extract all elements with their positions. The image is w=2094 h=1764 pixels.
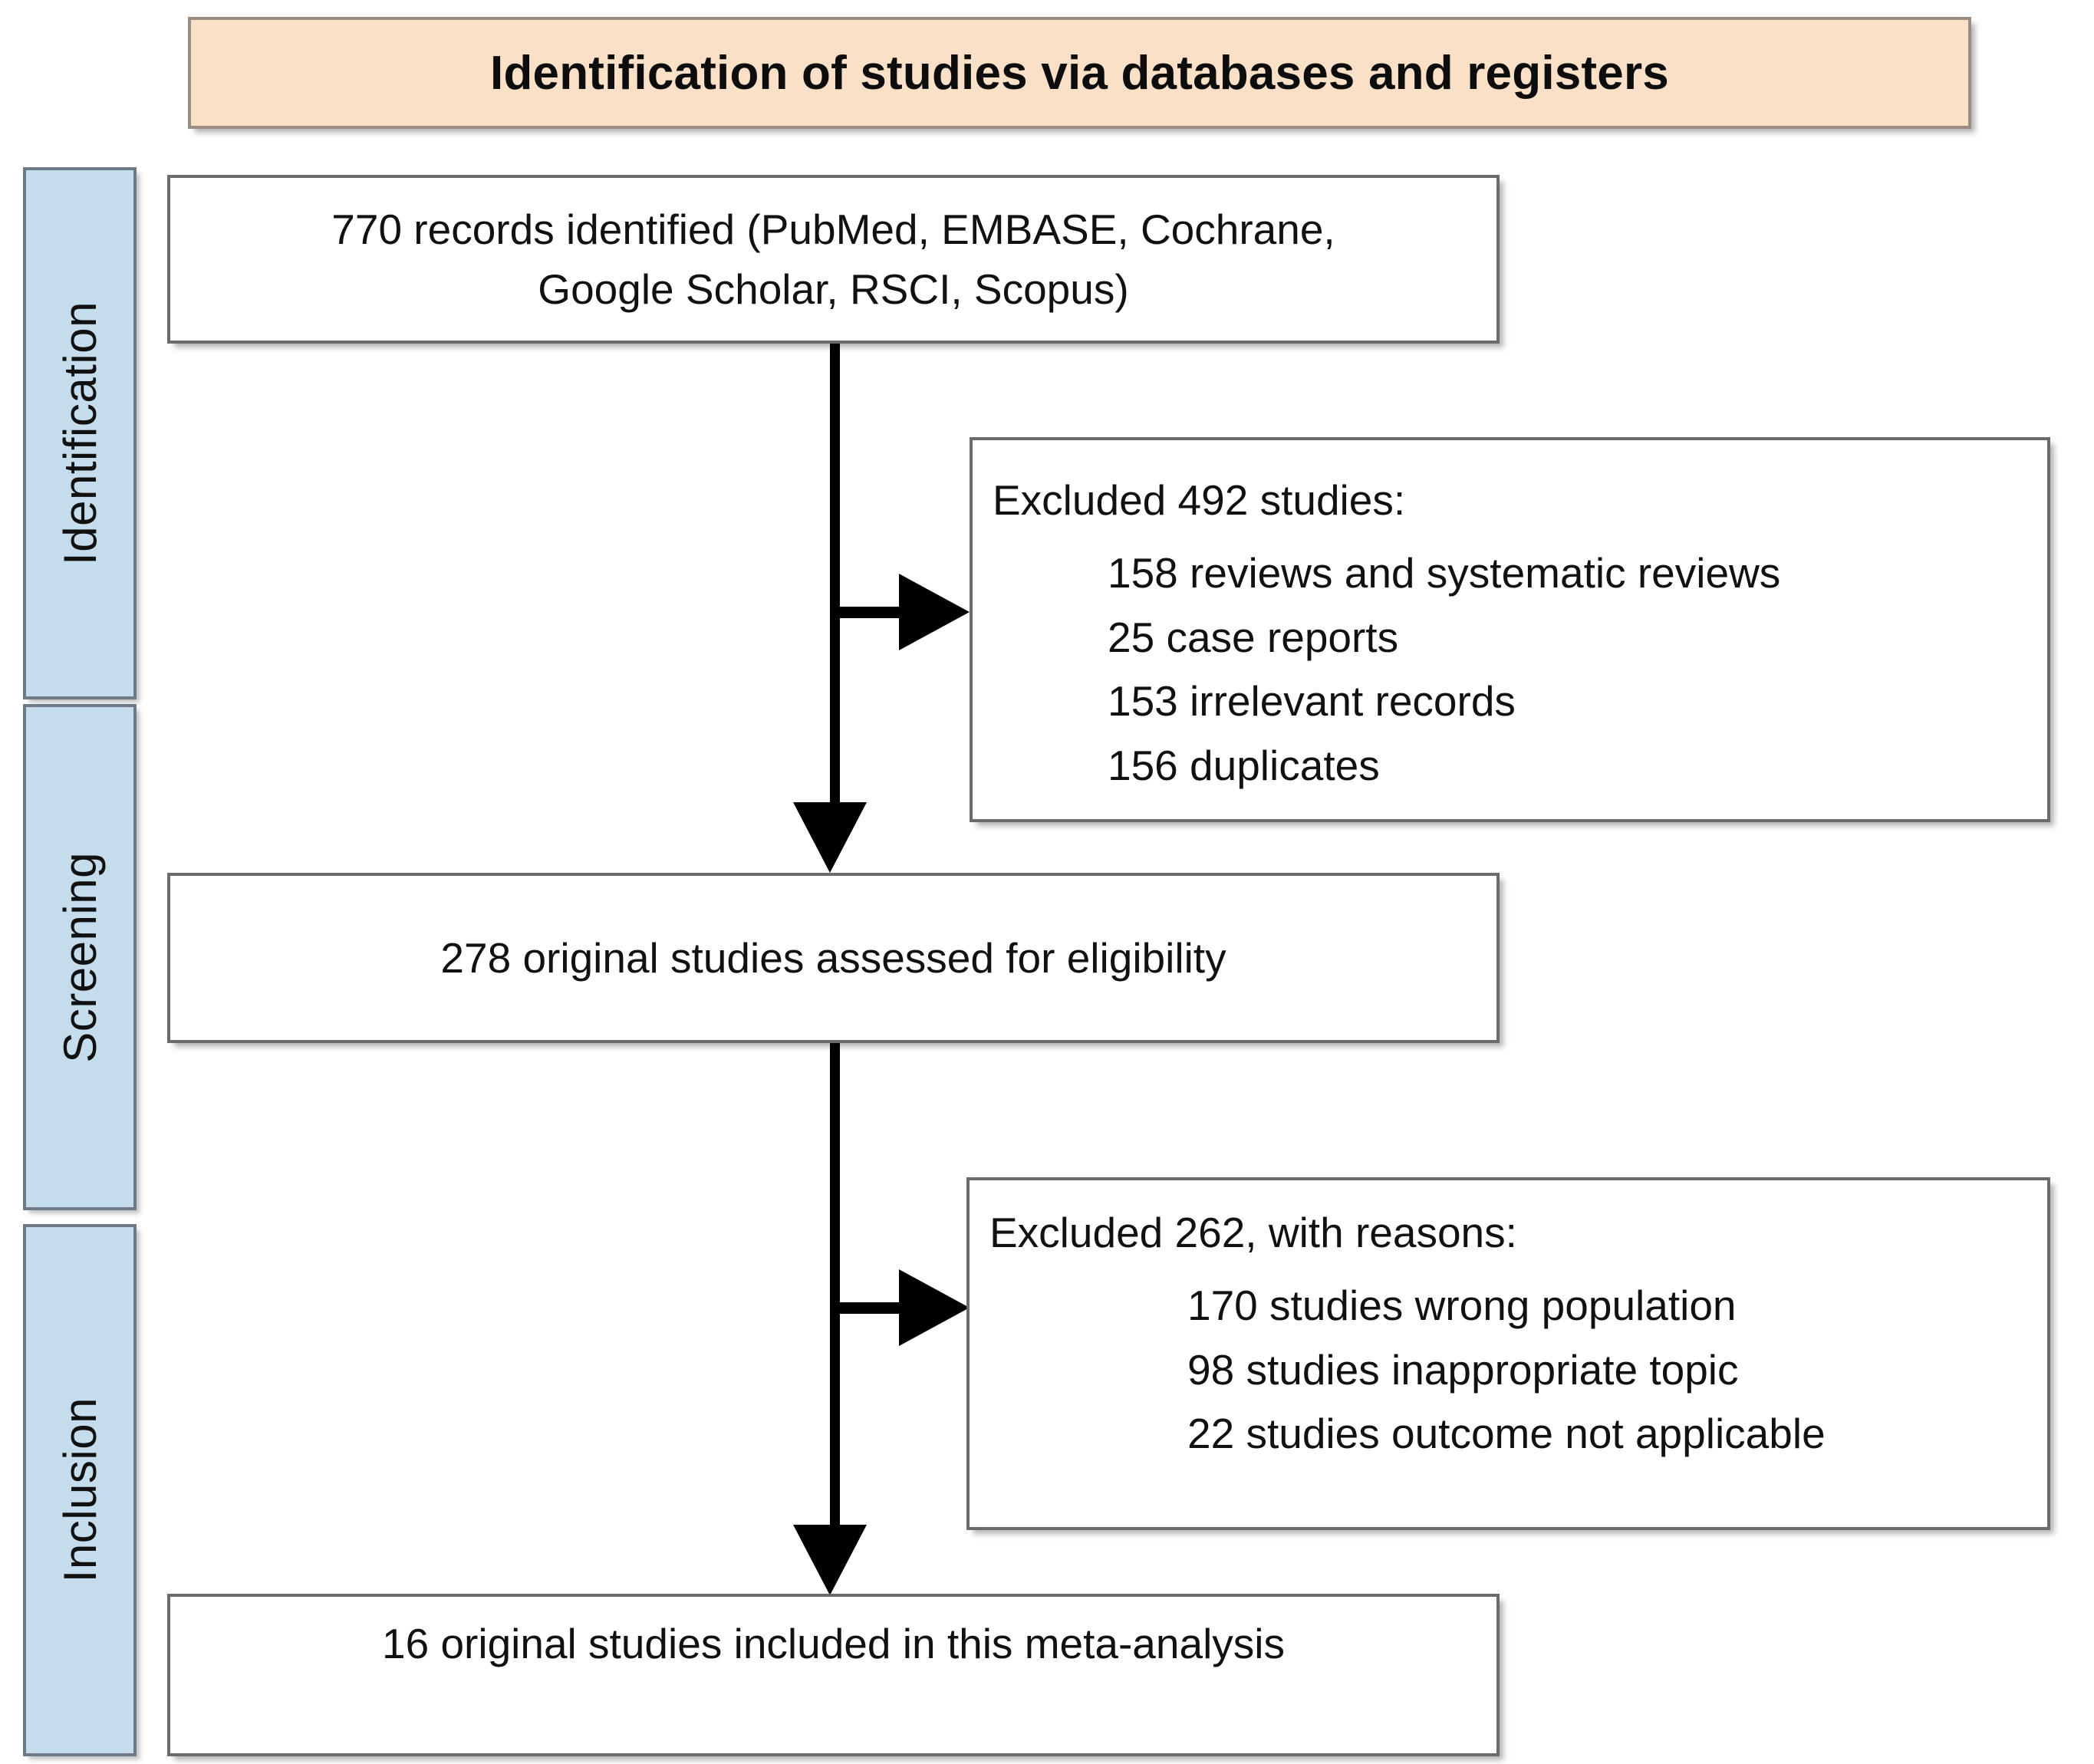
node-excluded-screening-body: Excluded 492 studies: 158 reviews and sy… [973,440,2047,798]
node-records-identified: 770 records identified (PubMed, EMBASE, … [167,175,1500,344]
phase-bar-screening: Screening [23,704,137,1210]
excluded-eligibility-heading: Excluded 262, with reasons: [989,1209,1517,1256]
excluded-screening-heading: Excluded 492 studies: [993,476,1406,524]
phase-bar-inclusion: Inclusion [23,1224,137,1756]
node-records-identified-text: 770 records identified (PubMed, EMBASE, … [301,199,1365,319]
phase-bar-identification: Identification [23,167,137,699]
node-studies-assessed: 278 original studies assessed for eligib… [167,873,1500,1043]
list-item: 25 case reports [1108,613,1399,661]
list-item: 156 duplicates [1108,741,1380,789]
page-title: Identification of studies via databases … [490,46,1669,100]
connector-assessed-to-included [830,1043,840,1531]
phase-label-identification: Identification [54,301,106,565]
records-identified-line-2: Google Scholar, RSCI, Scopus) [538,265,1129,313]
list-item: 22 studies outcome not applicable [1187,1410,1826,1458]
node-excluded-screening: Excluded 492 studies: 158 reviews and sy… [970,437,2050,822]
phase-label-screening: Screening [54,851,106,1063]
arrowhead-down-to-included [793,1525,867,1595]
node-studies-assessed-text: 278 original studies assessed for eligib… [440,933,1226,982]
connector-identified-to-assessed [830,344,840,808]
node-excluded-eligibility-body: Excluded 262, with reasons: 170 studies … [970,1180,2047,1466]
node-studies-included: 16 original studies included in this met… [167,1594,1500,1756]
node-studies-included-text: 16 original studies included in this met… [381,1620,1286,1667]
arrowhead-right-to-excluded-2 [899,1269,970,1346]
node-excluded-eligibility: Excluded 262, with reasons: 170 studies … [966,1177,2050,1530]
list-item: 158 reviews and systematic reviews [1108,549,1781,597]
excluded-screening-reason-list: 158 reviews and systematic reviews 25 ca… [993,541,2024,798]
list-item: 170 studies wrong population [1187,1282,1737,1329]
arrowhead-down-to-assessed [793,802,867,873]
arrowhead-right-to-excluded-1 [899,574,970,650]
phase-label-inclusion: Inclusion [54,1397,106,1583]
list-item: 98 studies inappropriate topic [1187,1345,1739,1394]
records-identified-line-1: 770 records identified (PubMed, EMBASE, … [331,205,1335,253]
diagram-title-banner: Identification of studies via databases … [188,17,1971,129]
excluded-eligibility-reason-list: 170 studies wrong population 98 studies … [989,1274,2024,1466]
list-item: 153 irrelevant records [1108,677,1516,726]
